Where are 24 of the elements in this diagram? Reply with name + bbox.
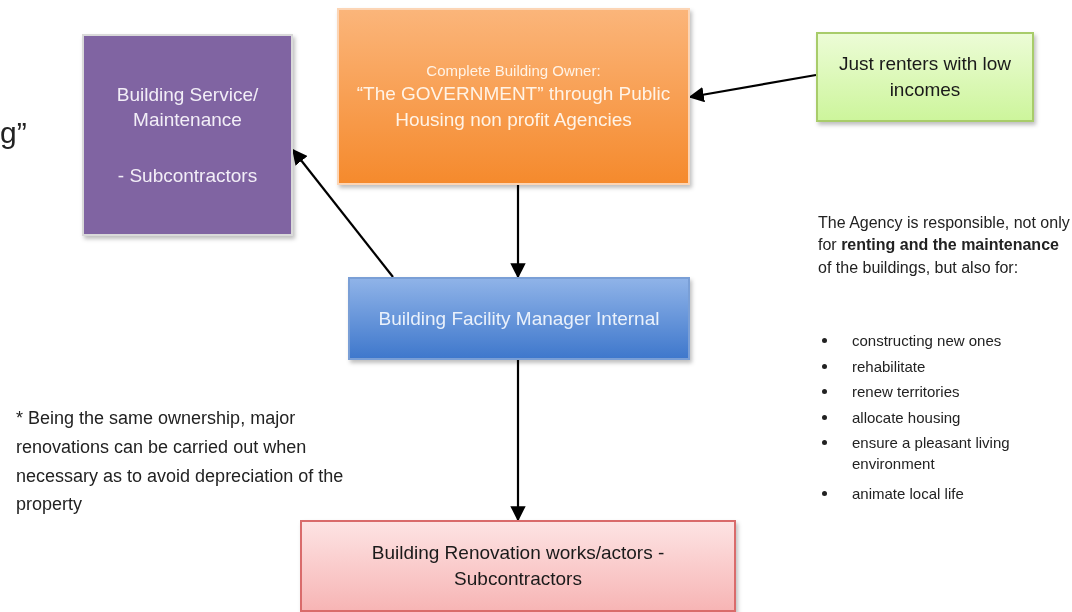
box-text: Complete Building Owner:: [426, 60, 601, 81]
owner-box: [337, 8, 690, 185]
renters-box: [816, 32, 1034, 122]
arrow: [292, 148, 394, 278]
bullet-item: rehabilitate: [852, 356, 927, 377]
bullet-item: ensure a pleasant living environment: [852, 433, 1011, 474]
bullet-item: renew territories: [852, 382, 961, 402]
box-text: “The GOVERNMENT” through Public Housing non profit Agencies: [355, 82, 672, 132]
manager-box: [348, 277, 690, 360]
agency-note: The Agency is responsible, not only for renting and the maintenance of the buildings, but also for:: [818, 213, 1071, 278]
bullet-item: allocate housing: [852, 407, 962, 428]
arrow: [510, 360, 526, 522]
box-text: Building Renovation works/actors - Subcontractors: [370, 541, 666, 591]
box-text: - Subcontractors: [117, 163, 258, 188]
arrow: [510, 185, 526, 279]
bullet-item: constructing new ones: [852, 331, 1003, 351]
box-text: Building Facility Manager Internal: [378, 306, 660, 331]
renovation-box: [300, 520, 736, 612]
box-text: Building Service/ Maintenance: [115, 82, 260, 133]
box-text: Just renters with low incomes: [837, 52, 1013, 102]
bullet-item: animate local life: [852, 484, 965, 504]
service-box: [82, 34, 293, 236]
cut-off-text: g”: [0, 115, 28, 151]
ownership-note: * Being the same ownership, major renovations can be carried out when necessary as to avoid depreciation of the property: [16, 407, 345, 517]
